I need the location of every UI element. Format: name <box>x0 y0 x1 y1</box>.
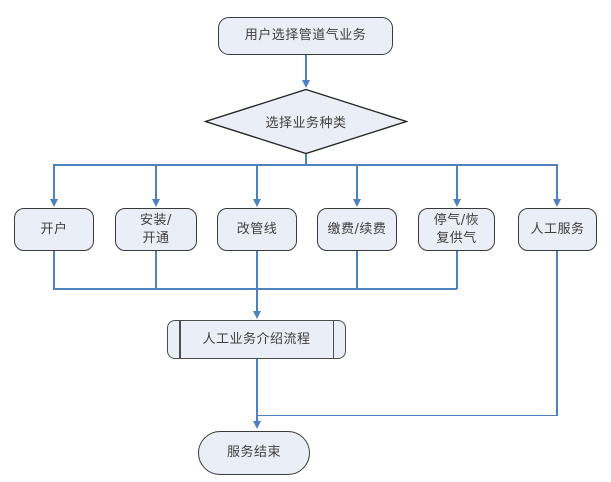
node-start-label: 用户选择管道气业务 <box>244 28 367 43</box>
node-change-pipeline-label: 改管线 <box>236 221 278 237</box>
connector-converge-line <box>53 288 457 290</box>
arrowhead-into-manual-service <box>552 199 561 207</box>
connector-stub-install <box>155 251 157 289</box>
node-manual-intro-process: 人工业务介绍流程 <box>167 320 346 359</box>
connector-intro-to-end <box>256 359 258 421</box>
decision-diamond-shape <box>204 88 408 155</box>
arrowhead-into-open-account <box>49 199 58 207</box>
node-manual-service-label: 人工服务 <box>530 221 585 237</box>
connector-drop-stop-resume <box>456 165 458 199</box>
arrowhead-into-stop-resume <box>452 199 461 207</box>
node-install-activate-label: 安装/ 开通 <box>140 212 172 246</box>
connector-drop-install <box>155 165 157 199</box>
connector-distributor-line <box>53 164 558 166</box>
connector-stub-payment <box>356 251 358 289</box>
arrowhead-into-intro-process <box>252 311 261 319</box>
arrowhead-into-install <box>151 199 160 207</box>
connector-converge-to-intro <box>256 251 258 311</box>
node-change-pipeline: 改管线 <box>217 208 297 251</box>
predefined-process-left-bar <box>179 321 181 358</box>
predefined-process-right-bar <box>332 321 334 358</box>
node-manual-intro-process-label: 人工业务介绍流程 <box>202 331 311 347</box>
node-decision: 选择业务种类 <box>204 88 408 155</box>
connector-decision-stub <box>305 153 307 165</box>
connector-manual-service-down <box>556 251 558 416</box>
node-service-end-label: 服务结束 <box>226 445 281 460</box>
arrowhead-into-decision <box>301 80 310 88</box>
node-install-activate: 安装/ 开通 <box>115 208 197 251</box>
node-open-account: 开户 <box>14 208 94 251</box>
connector-stub-open-account <box>53 251 55 289</box>
connector-stub-stop-resume <box>456 251 458 289</box>
node-decision-label: 选择业务种类 <box>265 116 347 131</box>
node-start: 用户选择管道气业务 <box>218 17 393 55</box>
arrowhead-into-end <box>252 421 261 429</box>
node-payment-renewal: 缴费/续费 <box>317 208 397 251</box>
connector-drop-open-account <box>53 165 55 199</box>
connector-drop-manual-service <box>556 165 558 199</box>
node-service-end: 服务结束 <box>198 431 310 475</box>
connector-manual-service-across <box>256 414 558 417</box>
node-stop-resume-gas: 停气/恢 复供气 <box>418 208 495 251</box>
node-payment-renewal-label: 缴费/续费 <box>327 221 387 237</box>
node-open-account-label: 开户 <box>40 221 68 237</box>
arrowhead-into-change-pipeline <box>252 199 261 207</box>
connector-drop-payment <box>356 165 358 199</box>
arrowhead-into-payment <box>352 199 361 207</box>
node-manual-service: 人工服务 <box>518 208 597 251</box>
connector-drop-change-pipeline <box>256 165 258 199</box>
connector-start-to-decision <box>305 55 307 80</box>
node-stop-resume-gas-label: 停气/恢 复供气 <box>433 212 480 246</box>
